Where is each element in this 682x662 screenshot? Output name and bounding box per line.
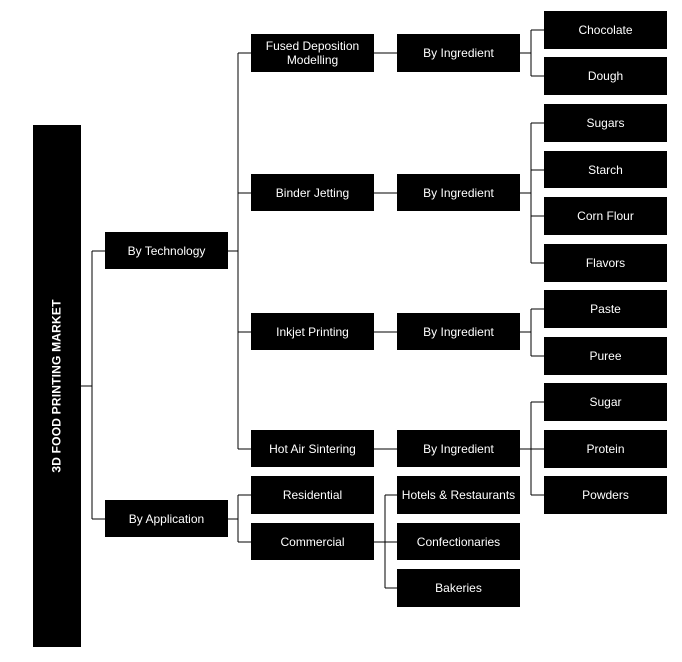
node-by-ingredient-binder: By Ingredient	[397, 174, 520, 211]
node-by-ingredient-hotair: By Ingredient	[397, 430, 520, 467]
node-ingredient-protein: Protein	[544, 430, 667, 468]
root-node: 3D FOOD PRINTING MARKET	[33, 125, 81, 647]
node-ingredient-sugar: Sugar	[544, 383, 667, 421]
node-app-commercial: Commercial	[251, 523, 374, 560]
node-ingredient-corn-flour: Corn Flour	[544, 197, 667, 235]
node-tech-fdm: Fused Deposition Modelling	[251, 34, 374, 72]
node-tech-hot-air-sintering: Hot Air Sintering	[251, 430, 374, 467]
node-ingredient-chocolate: Chocolate	[544, 11, 667, 49]
node-ingredient-starch: Starch	[544, 151, 667, 188]
node-ingredient-flavors: Flavors	[544, 244, 667, 282]
node-by-ingredient-fdm: By Ingredient	[397, 34, 520, 72]
node-by-ingredient-inkjet: By Ingredient	[397, 313, 520, 350]
node-ingredient-powders: Powders	[544, 476, 667, 514]
node-ingredient-paste: Paste	[544, 290, 667, 328]
node-commercial-hotels-restaurants: Hotels & Restaurants	[397, 476, 520, 514]
node-ingredient-dough: Dough	[544, 57, 667, 95]
node-by-application: By Application	[105, 500, 228, 537]
node-tech-inkjet-printing: Inkjet Printing	[251, 313, 374, 350]
node-by-technology: By Technology	[105, 232, 228, 269]
node-commercial-bakeries: Bakeries	[397, 569, 520, 607]
root-label: 3D FOOD PRINTING MARKET	[50, 299, 64, 473]
node-tech-binder-jetting: Binder Jetting	[251, 174, 374, 211]
node-ingredient-sugars: Sugars	[544, 104, 667, 142]
node-app-residential: Residential	[251, 476, 374, 514]
node-commercial-confectionaries: Confectionaries	[397, 523, 520, 560]
node-ingredient-puree: Puree	[544, 337, 667, 375]
